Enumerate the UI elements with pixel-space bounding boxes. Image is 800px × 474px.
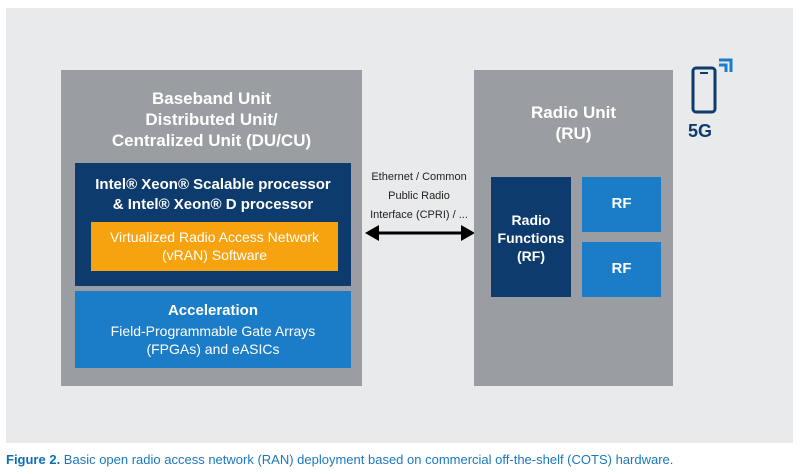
radio-functions-box: Radio Functions (RF)	[491, 177, 571, 297]
bidirectional-arrow-icon	[365, 225, 475, 241]
bbu-title-line-2: Distributed Unit/	[145, 110, 278, 129]
acceleration-box: Acceleration Field-Programmable Gate Arr…	[75, 291, 351, 368]
rf-func-line-1: Radio	[511, 212, 551, 228]
interface-line-3: Interface (CPRI) / ...	[370, 209, 468, 221]
interface-line-2: Public Radio	[388, 190, 450, 202]
rf-block-1-label: RF	[611, 195, 632, 212]
vran-label: Virtualized Radio Access Network (vRAN) …	[91, 228, 338, 264]
vran-software-box: Virtualized Radio Access Network (vRAN) …	[91, 222, 338, 271]
radio-functions-label: Radio Functions (RF)	[491, 211, 571, 265]
rf-block-1: RF	[582, 177, 661, 232]
interface-label: Ethernet / Common Public Radio Interface…	[365, 168, 473, 225]
processor-title: Intel® Xeon® Scalable processor & Intel®…	[75, 175, 351, 215]
rf-block-2-label: RF	[611, 260, 632, 277]
vran-line-1: Virtualized Radio Access Network	[109, 229, 320, 245]
mobile-5g-signal-icon	[691, 58, 733, 114]
rf-func-line-2: Functions	[497, 230, 565, 246]
rf-block-2: RF	[582, 242, 661, 297]
radio-unit-title: Radio Unit (RU)	[474, 102, 673, 144]
acceleration-title: Acceleration	[167, 302, 259, 319]
figure-number: Figure 2.	[6, 452, 61, 467]
figure-caption: Figure 2. Basic open radio access networ…	[6, 451, 796, 468]
ru-title-line-1: Radio Unit	[531, 103, 616, 122]
vran-line-2: (vRAN) Software	[161, 247, 268, 263]
bbu-title-line-3: Centralized Unit (DU/CU)	[111, 131, 312, 150]
baseband-unit-title: Baseband Unit Distributed Unit/ Centrali…	[61, 88, 362, 151]
acceleration-line-2: (FPGAs) and eASICs	[146, 341, 280, 357]
acceleration-line-1: Field-Programmable Gate Arrays	[110, 323, 316, 339]
processor-line-2: & Intel® Xeon® D processor	[112, 196, 314, 213]
figure-caption-text: Basic open radio access network (RAN) de…	[60, 452, 674, 467]
processor-line-1: Intel® Xeon® Scalable processor	[95, 176, 331, 193]
acceleration-description: Field-Programmable Gate Arrays (FPGAs) a…	[75, 322, 351, 358]
interface-line-1: Ethernet / Common	[371, 171, 467, 183]
rf-func-line-3: (RF)	[517, 248, 545, 264]
bbu-title-line-1: Baseband Unit	[151, 89, 272, 108]
ru-title-line-2: (RU)	[555, 124, 592, 143]
5g-label: 5G	[688, 121, 713, 141]
